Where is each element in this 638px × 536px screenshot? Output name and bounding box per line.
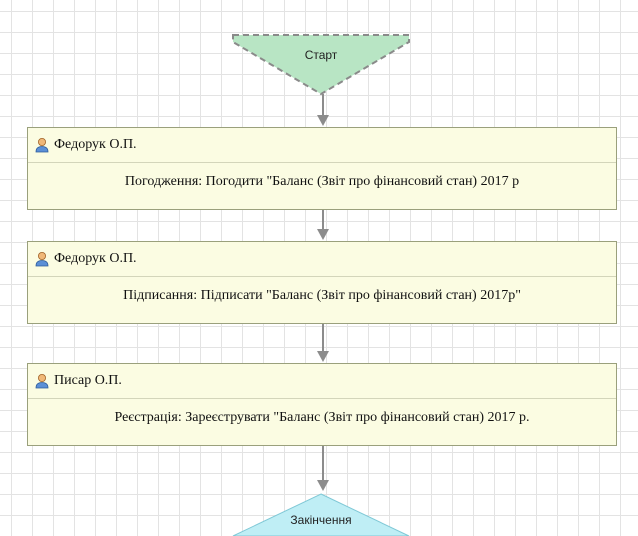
- user-icon: [35, 138, 49, 153]
- end-node-shape: [232, 493, 410, 536]
- user-icon: [35, 252, 49, 267]
- connector-arrow: [316, 94, 330, 127]
- task-assignee: Федорук О.П.: [54, 251, 137, 266]
- task-action: Підписання: Підписати "Баланс (Звіт про …: [123, 288, 521, 303]
- start-node-label: Старт: [304, 48, 338, 62]
- end-node-label: Закінчення: [290, 513, 352, 527]
- start-node[interactable]: Старт: [232, 34, 410, 96]
- task-node-registration[interactable]: Писар О.П. Реєстрація: Зареєструвати "Ба…: [27, 363, 617, 446]
- task-header: Писар О.П.: [28, 364, 616, 399]
- start-node-shape: [232, 34, 410, 96]
- task-assignee: Писар О.П.: [54, 373, 122, 388]
- task-node-approval[interactable]: Федорук О.П. Погодження: Погодити "Балан…: [27, 127, 617, 210]
- connector-arrow: [316, 324, 330, 363]
- end-node[interactable]: Закінчення: [232, 492, 410, 536]
- task-action: Погодження: Погодити "Баланс (Звіт про ф…: [124, 174, 520, 189]
- connector-arrow: [316, 210, 330, 241]
- task-header: Федорук О.П.: [28, 242, 616, 277]
- task-assignee: Федорук О.П.: [54, 137, 137, 152]
- task-header: Федорук О.П.: [28, 128, 616, 163]
- task-action: Реєстрація: Зареєструвати "Баланс (Звіт …: [114, 410, 530, 425]
- user-icon: [35, 374, 49, 389]
- connector-arrow: [316, 446, 330, 492]
- task-node-signing[interactable]: Федорук О.П. Підписання: Підписати "Бала…: [27, 241, 617, 324]
